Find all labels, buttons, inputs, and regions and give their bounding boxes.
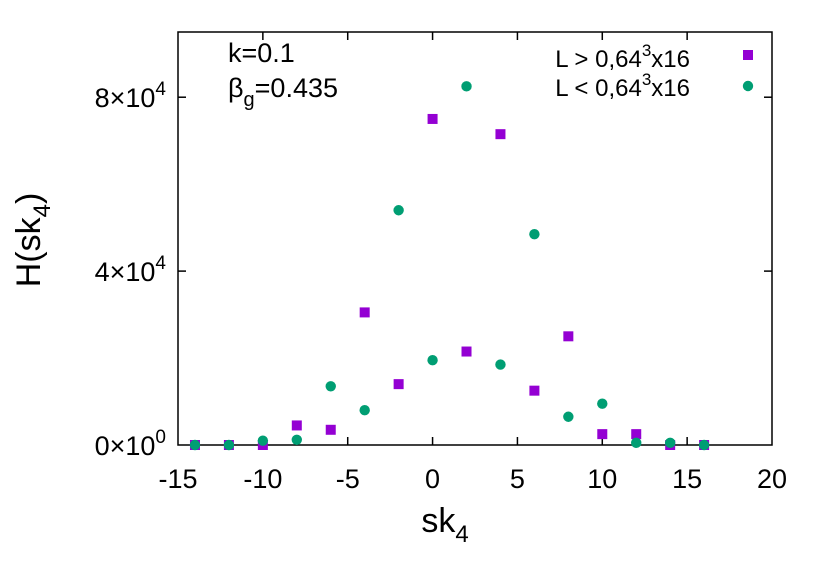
legend-label-series-2: L < 0,643x16: [555, 70, 690, 102]
series-1-point: [427, 113, 438, 124]
x-tick-label: -15: [158, 464, 197, 494]
legend-marker-series-1: [743, 50, 753, 60]
series-1-point: [359, 307, 370, 318]
series-1-point: [393, 379, 404, 390]
legend-label-series-1: L > 0,643x16: [555, 41, 690, 73]
series-1-point: [563, 331, 574, 342]
y-tick-label: 0×100: [95, 427, 166, 461]
series-2-point: [393, 205, 404, 216]
x-tick-label: 5: [510, 464, 525, 494]
legend-marker-series-2: [742, 80, 754, 92]
y-tick-label: 4×104: [95, 253, 167, 287]
annotation-k: k=0.1: [228, 38, 295, 68]
annotation-beta: βg=0.435: [228, 73, 338, 111]
series-2-point: [325, 381, 336, 392]
x-tick-label: 15: [672, 464, 702, 494]
series-1-point: [291, 420, 302, 431]
series-2-point: [461, 81, 472, 92]
series-2-point: [257, 435, 269, 446]
series-2-point: [495, 359, 506, 370]
series-2-point: [427, 355, 438, 366]
series-1-point: [597, 429, 608, 440]
series-2-point: [631, 437, 642, 449]
y-axis-ticks: 0×100 4×104 8×104: [95, 79, 772, 461]
series-2-point: [359, 405, 370, 416]
series-1-point: [325, 424, 336, 435]
legend: L > 0,643x16 L < 0,643x16: [555, 41, 754, 102]
series-2-point: [529, 228, 540, 240]
series-2-point: [189, 439, 201, 451]
x-tick-label: -5: [336, 464, 360, 494]
series-2-point: [597, 398, 608, 409]
series-1-point: [461, 346, 472, 357]
series-2-point: [563, 411, 574, 422]
y-axis-title: H(sk4): [10, 193, 56, 288]
y-tick-label: 8×104: [95, 79, 167, 113]
series-2-point: [664, 437, 676, 449]
series-2-point: [698, 439, 710, 451]
x-tick-label: -10: [243, 464, 282, 494]
series-2-point: [291, 434, 302, 445]
x-tick-label: 0: [425, 464, 440, 494]
series-2-point: [223, 439, 235, 451]
data-points: [189, 81, 710, 451]
x-axis-title: sk4: [421, 502, 468, 548]
series-1-point: [495, 129, 506, 140]
x-tick-label: 10: [587, 464, 617, 494]
plot-frame: [177, 31, 773, 446]
x-axis-ticks: -15 -10 -5 0 5 10 15 20: [158, 32, 787, 494]
x-tick-label: 20: [757, 464, 787, 494]
series-1-point: [631, 429, 642, 440]
series-1-point: [529, 385, 540, 396]
